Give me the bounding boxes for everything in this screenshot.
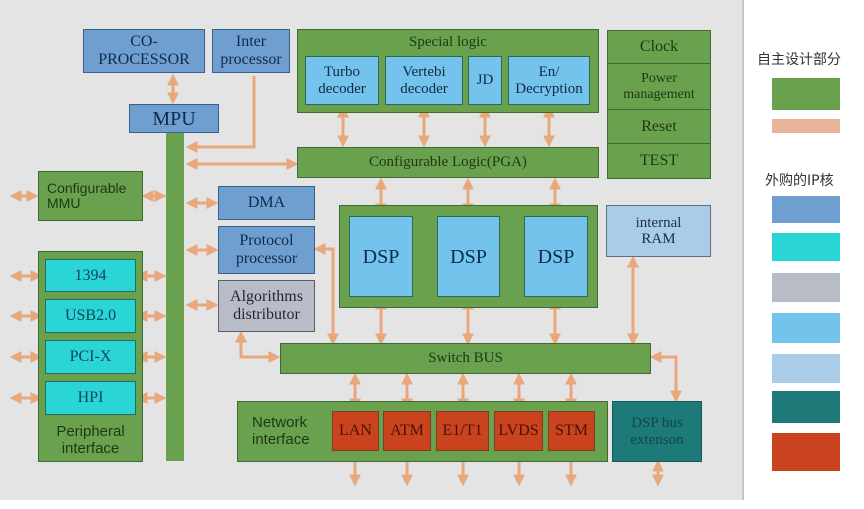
inter-processor-line2: processor [220,51,282,68]
vertebi-decoder-block: Vertebi decoder [385,56,463,105]
peripheral-usb2-label: USB2.0 [64,307,117,325]
power-line2: management [623,86,695,102]
peripheral-pcix-label: PCI-X [69,348,112,366]
legend-swatch-light-blue [772,354,840,383]
legend-swatch-cyan [772,233,840,261]
dsp-block-1: DSP [349,216,413,297]
protocol-line1: Protocol [239,232,294,250]
network-label-line1: Network [252,414,308,431]
configurable-mmu-block: Configurable MMU [38,171,143,221]
configurable-logic-label: Configurable Logic(PGA) [369,154,527,171]
mpu-bus [166,133,184,461]
mpu-block: MPU [129,104,219,133]
reset-block: Reset [607,109,711,144]
algorithms-line1: Algorithms [230,288,303,306]
legend-swatch-green [772,78,840,110]
encryption-line2: Decryption [515,80,583,97]
coprocessor-line1: CO- [130,33,158,51]
jd-block: JD [468,56,502,105]
wire-bus-dspext [649,351,682,403]
test-label: TEST [639,152,679,170]
network-lvds: LVDS [494,411,543,451]
jd-label: JD [476,72,494,89]
internal-ram-line1: internal [635,214,682,231]
network-atm: ATM [383,411,431,451]
legend-swatch-blue [772,196,840,223]
protocol-processor-block: Protocol processor [218,226,315,274]
peripheral-pcix: PCI-X [45,340,136,374]
peripheral-hpi: HPI [45,381,136,415]
encryption-block: En/ Decryption [508,56,590,105]
power-line1: Power [641,71,677,87]
coprocessor-block: CO- PROCESSOR [83,29,205,73]
network-e1t1-label: E1/T1 [442,422,483,440]
inter-processor-line1: Inter [235,33,267,51]
network-stm: STM [548,411,595,451]
inter-processor-block: Inter processor [212,29,290,73]
dsp-3-label: DSP [537,245,575,268]
peripheral-usb2: USB2.0 [45,299,136,333]
switch-bus-block: Switch BUS [280,343,651,374]
diagram-canvas: CO- PROCESSOR Inter processor MPU Specia… [0,0,744,500]
vertebi-line1: Vertebi [402,64,446,80]
clock-block: Clock [607,30,711,64]
special-logic-title: Special logic [409,34,487,50]
turbo-decoder-block: Turbo decoder [305,56,379,105]
wire-inter-processor [185,76,256,153]
network-label-line2: interface [252,430,310,448]
peripheral-hpi-label: HPI [77,389,104,407]
algorithms-distributor-block: Algorithms distributor [218,280,315,332]
network-stm-label: STM [555,422,588,440]
network-e1t1: E1/T1 [436,411,489,451]
internal-ram-block: internal RAM [606,205,711,257]
dsp-bus-line1: DSP bus [631,415,683,431]
algorithms-line2: distributor [233,306,300,323]
test-block: TEST [607,143,711,179]
network-lvds-label: LVDS [498,422,539,440]
legend-purchased-ip-title: 外购的IP核 [765,173,834,189]
mmu-line1: Configurable [47,179,127,196]
peripheral-label-line1: Peripheral [56,423,125,440]
legend-swatch-sky [772,313,840,343]
reset-label: Reset [641,117,677,135]
peripheral-label-line2: interface [61,439,120,457]
wire-protocol-switch [313,243,339,346]
peripheral-1394-label: 1394 [74,266,107,284]
internal-ram-line2: RAM [641,231,676,247]
dma-label: DMA [247,194,286,212]
mmu-line2: MMU [47,195,81,211]
legend-swatch-orange [772,119,840,133]
legend-swatch-gray [772,273,840,302]
network-lan: LAN [332,411,379,451]
configurable-logic-block: Configurable Logic(PGA) [297,147,599,178]
encryption-line1: En/ [538,64,560,80]
network-lan-label: LAN [339,422,372,440]
network-interface-group: Network interface [237,401,608,462]
dsp-bus-extension-block: DSP bus extenson [612,401,702,462]
coprocessor-line2: PROCESSOR [98,51,190,68]
dsp-1-label: DSP [362,245,400,268]
legend-swatch-red [772,433,840,471]
clock-label: Clock [639,38,679,56]
mpu-label: MPU [152,107,196,130]
power-management-block: Power management [607,63,711,110]
legend-swatch-teal [772,391,840,423]
peripheral-1394: 1394 [45,259,136,292]
dsp-bus-line2: extenson [630,431,684,448]
network-atm-label: ATM [390,422,424,440]
dsp-2-label: DSP [450,245,487,268]
turbo-line2: decoder [318,80,366,97]
wire-algorithms-switch [235,330,281,363]
switch-bus-label: Switch BUS [428,350,503,367]
legend-self-designed-title: 自主设计部分 [757,52,841,68]
turbo-line1: Turbo [323,64,361,80]
dsp-block-3: DSP [524,216,588,297]
protocol-line2: processor [235,250,298,267]
dma-block: DMA [218,186,315,220]
vertebi-line2: decoder [400,80,448,97]
dsp-block-2: DSP [437,216,500,297]
